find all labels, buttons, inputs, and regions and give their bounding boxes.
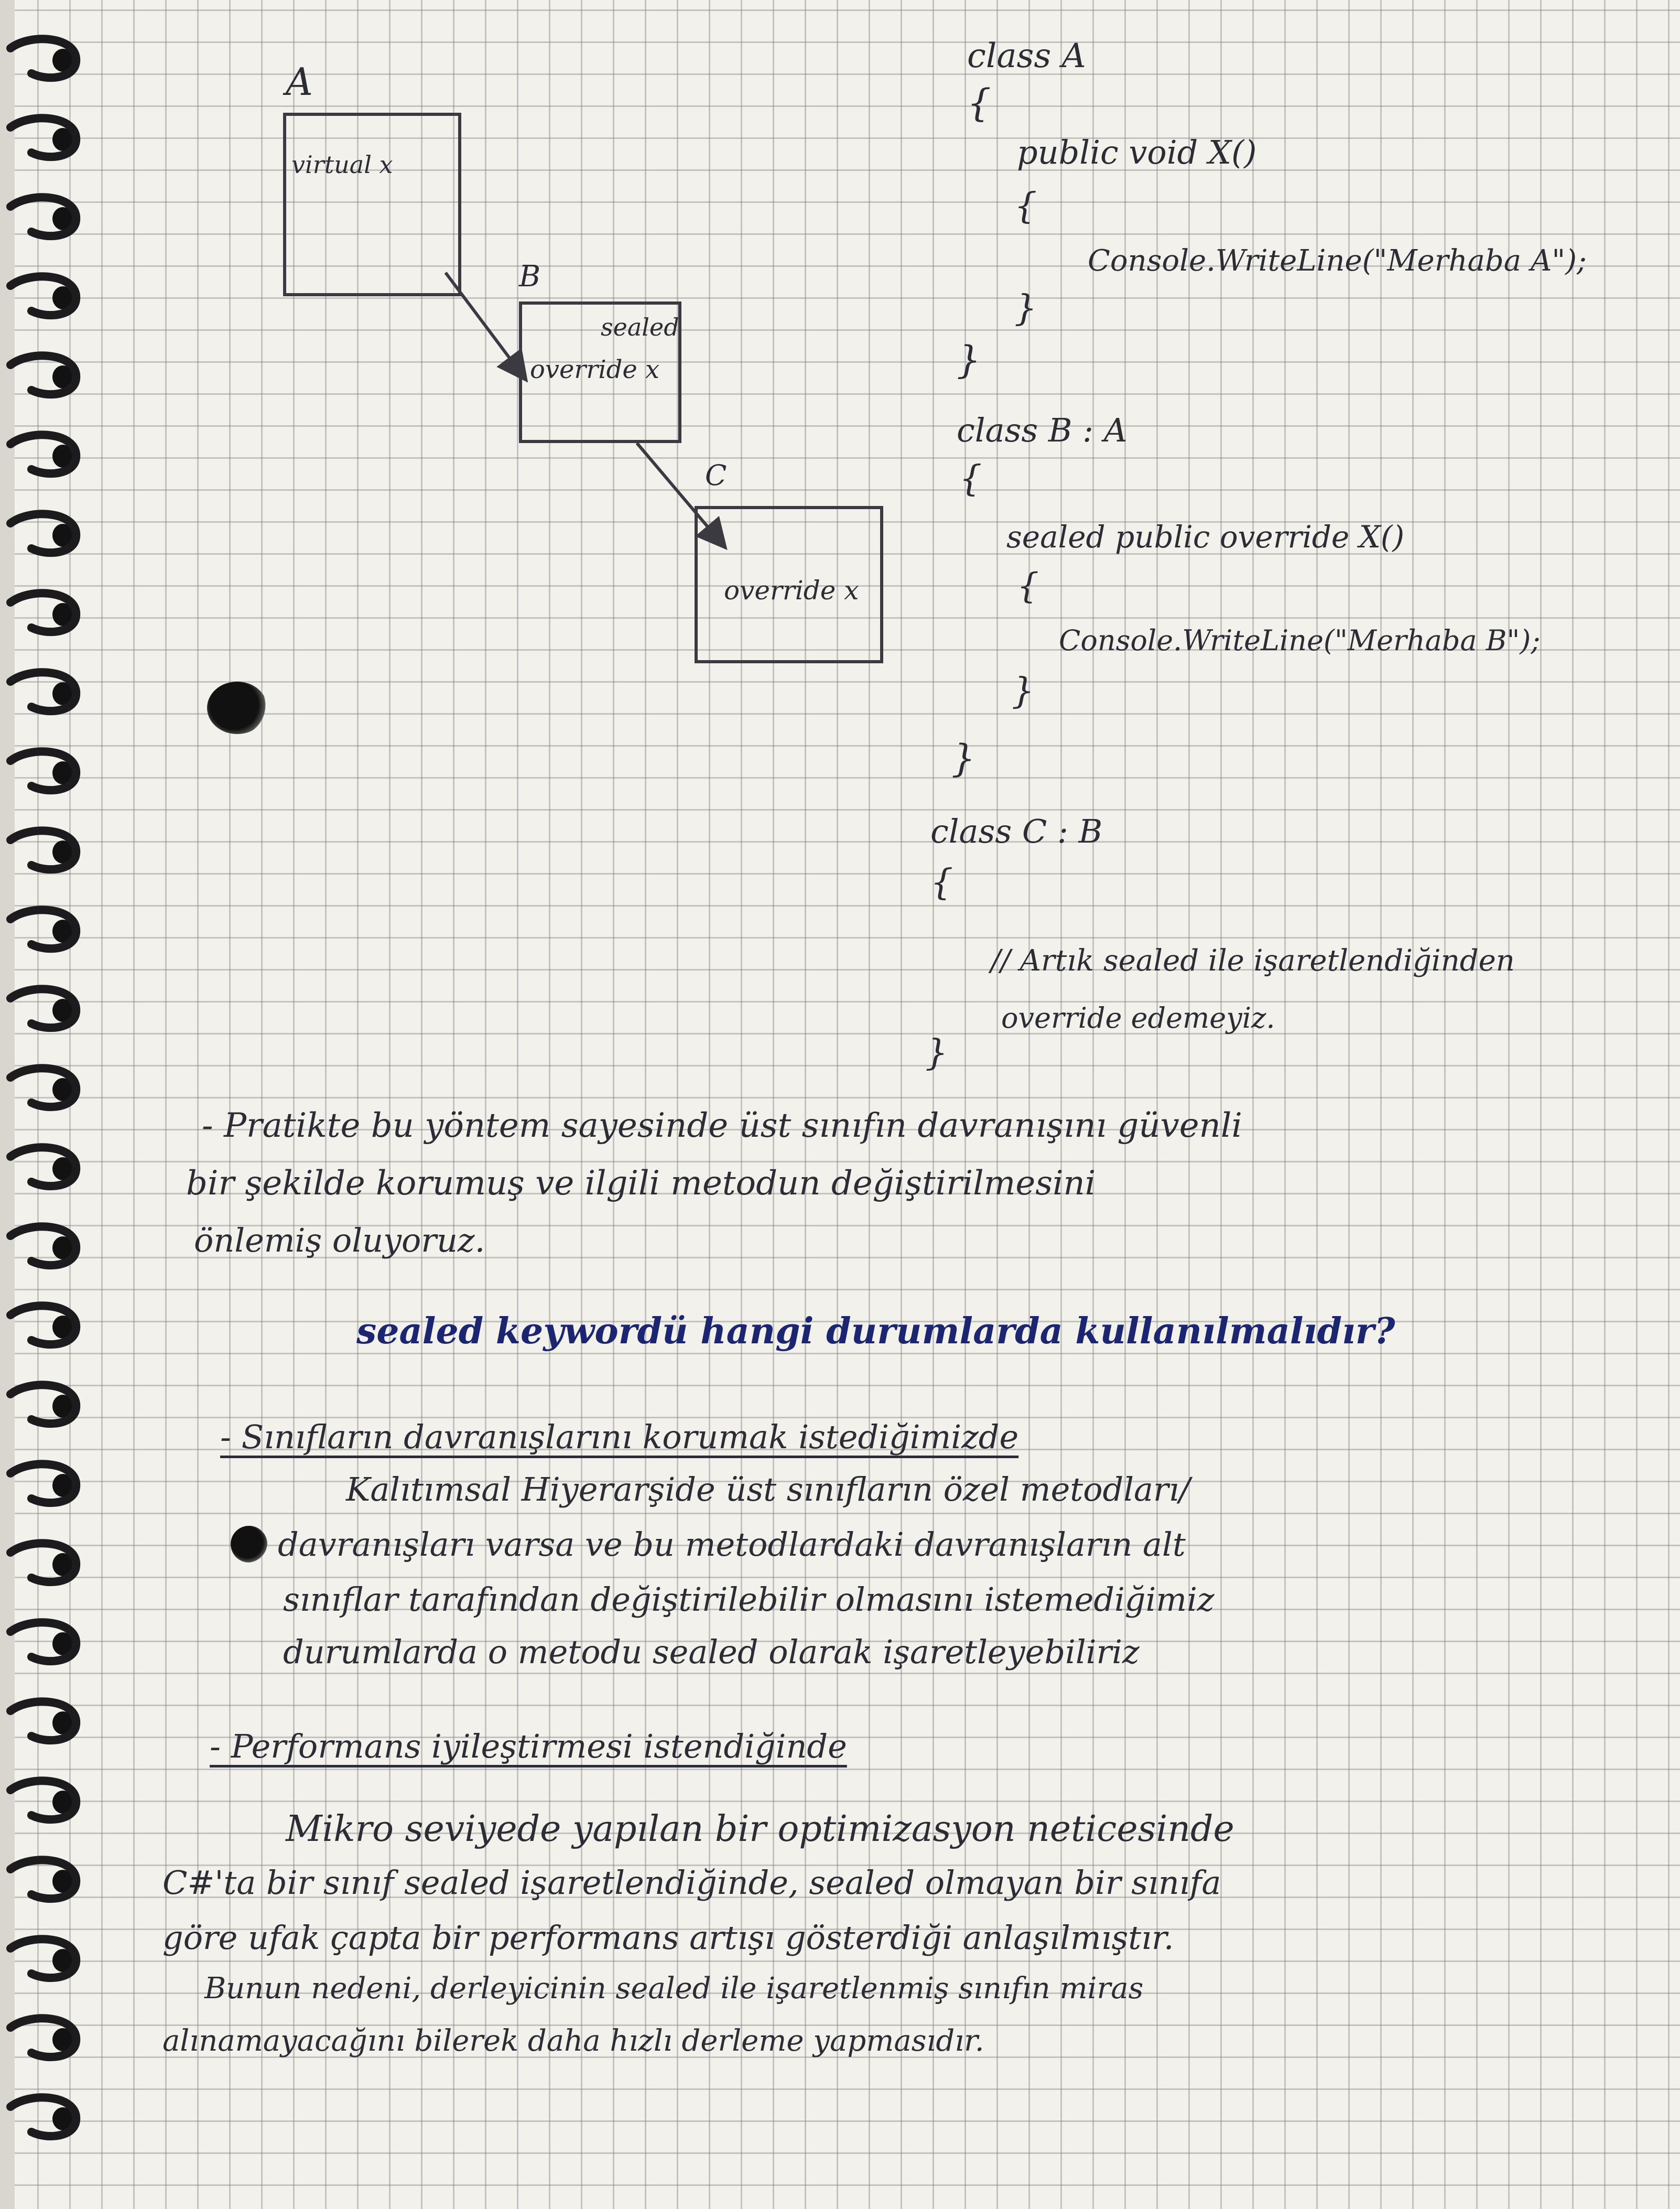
class-b-close-brace: } — [951, 736, 976, 780]
spiral-ring — [6, 589, 81, 637]
punch-hole-bottom — [231, 1526, 267, 1563]
spiral-ring — [6, 906, 81, 953]
class-a-header: class A — [967, 37, 1086, 76]
paragraph2-line3: sınıflar tarafından değiştirilebilir olm… — [283, 1580, 1215, 1619]
spiral-ring — [6, 1460, 81, 1507]
class-b-method: sealed public override X() — [1006, 519, 1405, 555]
box-c: override x — [695, 506, 883, 663]
box-b-letter: B — [519, 260, 541, 294]
paragraph1-line1: - Pratikte bu yöntem sayesinde üst sınıf… — [202, 1106, 1242, 1145]
punch-hole-top — [207, 682, 267, 734]
spiral-ring — [6, 985, 81, 1032]
class-c-comment-line2: override edemeyiz. — [1001, 1001, 1275, 1035]
box-b: sealed override x — [519, 301, 681, 443]
box-c-letter: C — [705, 459, 727, 492]
class-b-header: class B : A — [957, 411, 1128, 449]
class-c-header: class C : B — [930, 812, 1103, 850]
spiral-ring — [6, 1301, 81, 1349]
spiral-ring — [6, 668, 81, 716]
spiral-ring — [6, 1935, 81, 1982]
paragraph2-line2: davranışları varsa ve bu metodlardaki da… — [278, 1525, 1186, 1564]
spiral-ring — [6, 1539, 81, 1587]
box-a: virtual x — [283, 113, 461, 296]
spiral-ring — [6, 114, 81, 161]
spiral-ring — [6, 747, 81, 795]
spiral-ring — [6, 2093, 81, 2141]
paragraph1-line2: bir şekilde korumuş ve ilgili metodun de… — [186, 1164, 1096, 1203]
paragraph3-line2: C#'ta bir sınıf sealed işaretlendiğinde,… — [162, 1863, 1221, 1902]
paragraph1-line3: önlemiş oluyoruz. — [194, 1221, 485, 1259]
spiral-ring — [6, 2014, 81, 2062]
paragraph3-line3: göre ufak çapta bir performans artışı gö… — [162, 1919, 1174, 1957]
box-b-label: override x — [530, 355, 660, 384]
heading-performance: - Performans iyileştirmesi istendiğinde — [210, 1727, 847, 1765]
box-a-letter: A — [286, 60, 313, 104]
class-c-open-brace: { — [930, 862, 953, 903]
class-a-method-open: { — [1014, 186, 1037, 227]
class-a-close-brace: } — [957, 338, 981, 382]
spiral-ring — [6, 1697, 81, 1745]
class-a-method-close: } — [1014, 288, 1037, 329]
spiral-ring — [6, 1064, 81, 1112]
paragraph3-line5: alınamayacağını bilerek daha hızlı derle… — [162, 2024, 984, 2058]
box-c-label: override x — [724, 575, 859, 606]
spiral-ring — [6, 1856, 81, 1903]
spiral-ring — [6, 430, 81, 478]
class-a-open-brace: { — [967, 81, 991, 125]
paragraph2-line4: durumlarda o metodu sealed olarak işaret… — [283, 1633, 1140, 1671]
class-a-statement: Console.WriteLine("Merhaba A"); — [1088, 244, 1587, 278]
class-c-close-brace: } — [925, 1032, 948, 1074]
spiral-ring — [6, 35, 81, 82]
spiral-ring — [6, 351, 81, 399]
class-a-method: public void X() — [1017, 133, 1257, 171]
box-a-label: virtual x — [291, 150, 393, 179]
spiral-ring — [6, 1222, 81, 1270]
spiral-ring — [6, 193, 81, 241]
paragraph3-line4: Bunun nedeni, derleyicinin sealed ile iş… — [204, 1971, 1144, 2006]
class-b-method-close: } — [1012, 671, 1035, 712]
question-heading: sealed keywordü hangi durumlarda kullanı… — [356, 1310, 1395, 1352]
paragraph3-line1: Mikro seviyede yapılan bir optimizasyon … — [286, 1808, 1234, 1850]
spiral-binding — [0, 0, 81, 2209]
heading-protect-behaviour: - Sınıfların davranışlarını korumak iste… — [220, 1418, 1019, 1456]
class-c-comment-line1: // Artık sealed ile işaretlendiğinden — [991, 944, 1515, 978]
spiral-ring — [6, 826, 81, 874]
spiral-ring — [6, 272, 81, 320]
class-b-open-brace: { — [959, 458, 982, 500]
class-b-method-open: { — [1017, 566, 1039, 606]
spiral-ring — [6, 1618, 81, 1666]
spiral-ring — [6, 510, 81, 557]
spiral-ring — [6, 1776, 81, 1824]
spiral-ring — [6, 1143, 81, 1191]
spiral-ring — [6, 1381, 81, 1428]
paragraph2-line1: Kalıtımsal Hiyerarşide üst sınıfların öz… — [346, 1470, 1190, 1508]
class-b-statement: Console.WriteLine("Merhaba B"); — [1059, 624, 1541, 657]
box-b-sealed-label: sealed — [601, 313, 679, 341]
